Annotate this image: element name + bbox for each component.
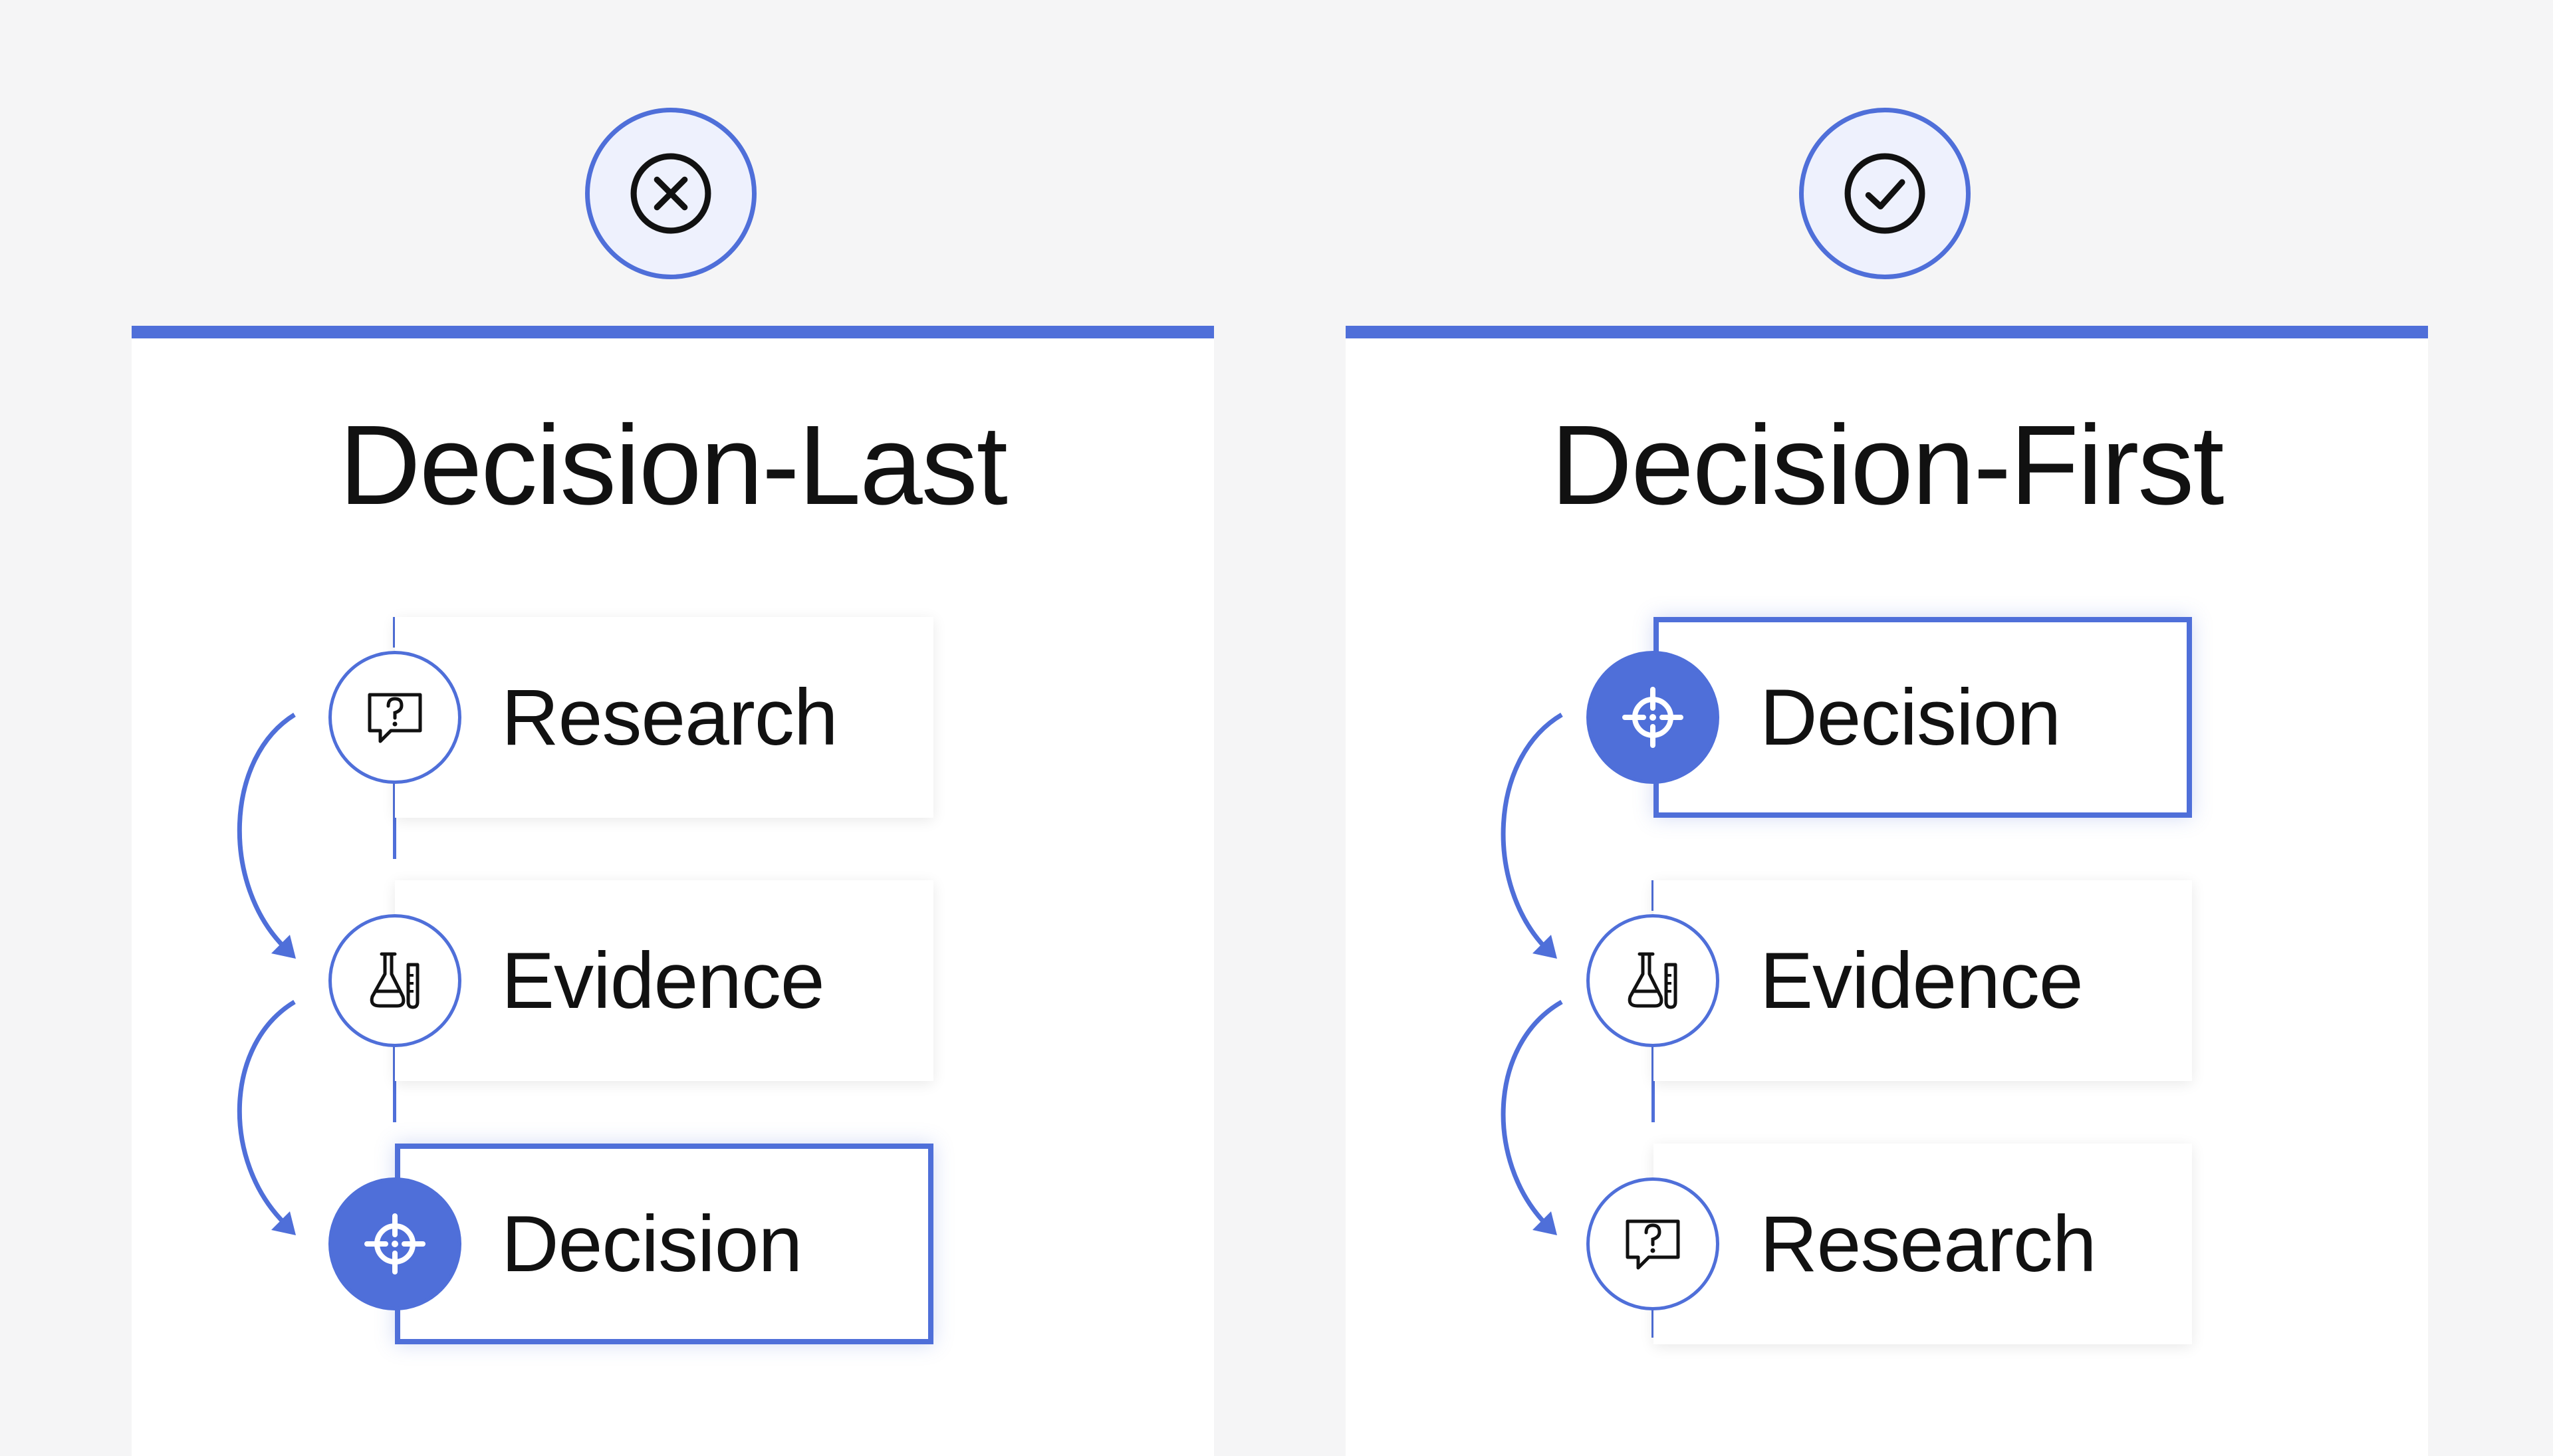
crosshair-icon (364, 1213, 426, 1274)
step-research: Research (395, 617, 933, 818)
decision-first-panel: Decision-First Decision Evidence Researc… (1346, 326, 2428, 1456)
x-circle-icon (630, 153, 711, 234)
step-label: Decision (501, 1199, 802, 1288)
check-circle-icon (1844, 153, 1925, 234)
flow-arrow (237, 1000, 296, 1225)
step-label: Research (1760, 1199, 2097, 1288)
panel-accent-bar (1346, 326, 2428, 338)
flow-arrow (1501, 999, 1563, 1225)
arrowhead (1532, 935, 1557, 959)
decision-last-panel: Decision-Last Research Evidence Decision (132, 326, 1214, 1456)
step-label: Evidence (1760, 936, 2084, 1025)
flow-arrows (237, 713, 296, 1235)
panel-title: Decision-Last (339, 402, 1008, 529)
flow-arrows (1501, 712, 1563, 1235)
crosshair-icon (1622, 687, 1683, 748)
connector-line (393, 781, 396, 859)
arrowhead (271, 935, 296, 959)
step-label: Evidence (501, 936, 825, 1025)
connector-line (1651, 880, 1655, 911)
panel-accent-bar (132, 326, 1214, 338)
evidence-node (1586, 914, 1719, 1047)
research-node (328, 651, 461, 784)
step-decision: Decision (1653, 617, 2192, 818)
step-label: Decision (1760, 673, 2061, 762)
connector-line (1651, 1307, 1655, 1338)
step-evidence: Evidence (1653, 880, 2192, 1081)
evidence-node (328, 914, 461, 1047)
decision-node (328, 1177, 461, 1310)
step-research: Research (1653, 1144, 2192, 1344)
arrowhead (1532, 1211, 1557, 1235)
decision-last-status-badge (585, 108, 757, 279)
connector-line (393, 1044, 396, 1122)
decision-first-status-badge (1799, 108, 1971, 279)
connector-line (1651, 1044, 1655, 1122)
connector-line (393, 617, 396, 648)
step-decision: Decision (395, 1144, 933, 1344)
arrowhead (271, 1211, 296, 1235)
decision-node (1586, 651, 1719, 784)
research-node (1586, 1177, 1719, 1310)
panel-title: Decision-First (1550, 402, 2224, 529)
question-bubble-icon (368, 693, 422, 743)
step-evidence: Evidence (395, 880, 933, 1081)
step-label: Research (501, 673, 838, 762)
flask-icon (1628, 952, 1677, 1009)
flask-icon (370, 952, 420, 1009)
question-bubble-icon (1626, 1219, 1680, 1270)
flow-arrow (1501, 712, 1563, 949)
flow-arrow (237, 713, 296, 949)
